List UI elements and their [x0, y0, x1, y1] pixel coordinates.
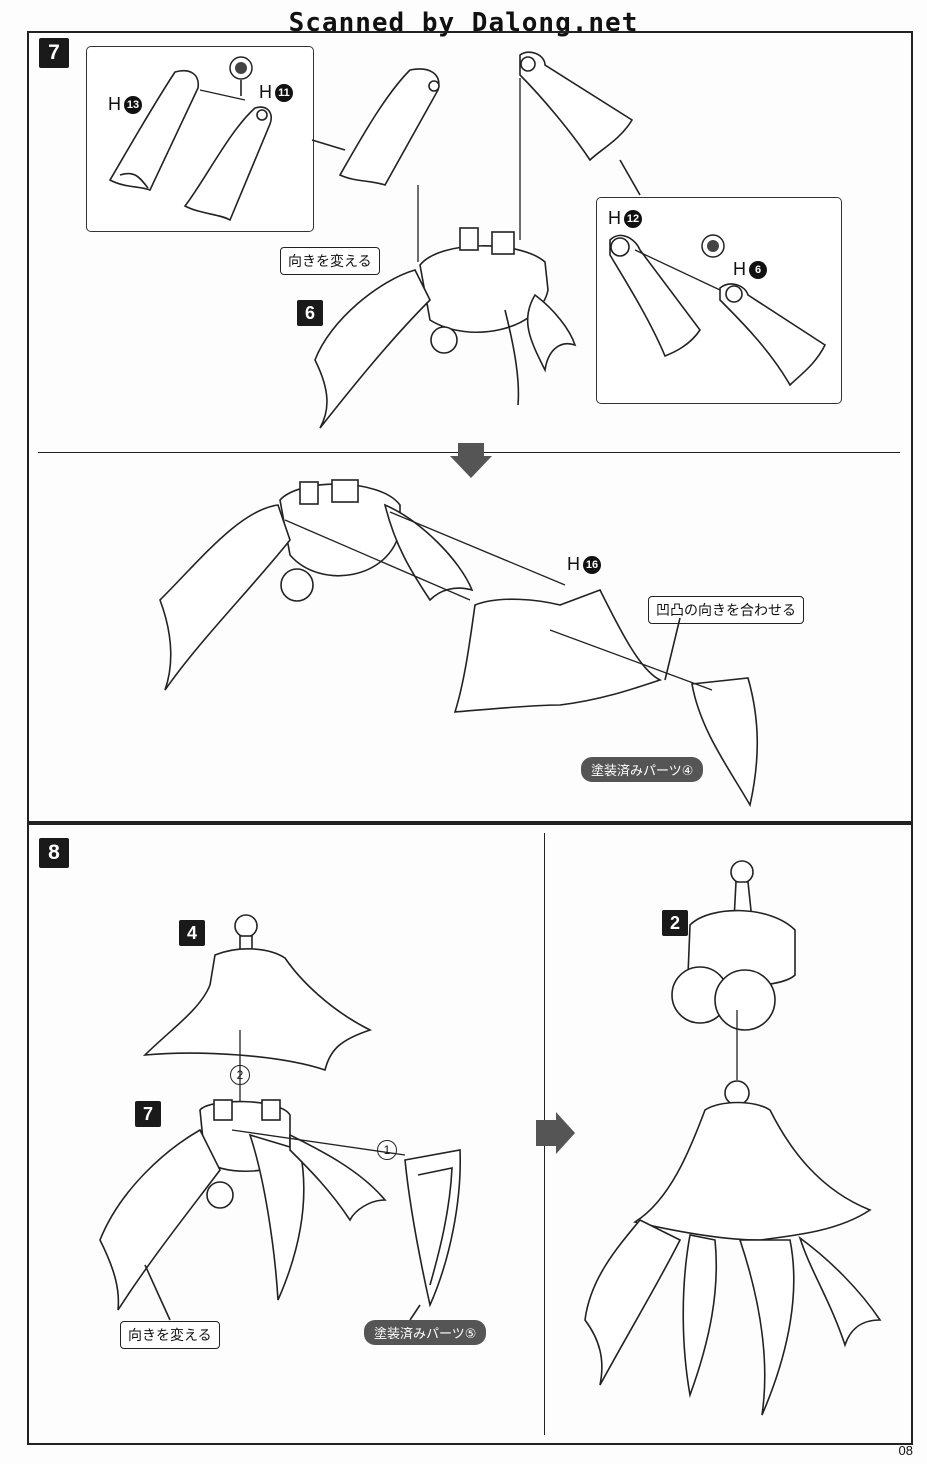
cement-drop-icon — [701, 234, 725, 258]
order-1-marker: 1 — [377, 1140, 397, 1160]
waist-assembly-step7b — [159, 479, 759, 808]
step-8-panel — [27, 823, 913, 1445]
sleeve-part-h13 — [108, 70, 200, 192]
tail-part-top — [519, 51, 641, 240]
turn-direction-callout: 向きを変える — [280, 247, 380, 275]
part-6-badge: 6 — [297, 300, 323, 326]
tail-inset-parts — [609, 234, 827, 387]
painted-part-4-tag: 塗装済みパーツ④ — [581, 757, 704, 782]
right-arrow-icon — [536, 1112, 575, 1154]
completed-skirt-assembly — [584, 1080, 882, 1416]
step-7-badge: 7 — [39, 38, 69, 68]
scan-watermark: Scanned by Dalong.net — [288, 8, 639, 38]
cement-drop-icon — [229, 56, 253, 96]
sleeve-part-h11 — [183, 89, 272, 222]
align-notch-callout: 凹凸の向きを合わせる — [648, 596, 804, 624]
step-8-badge: 8 — [39, 838, 69, 868]
waist-assembly-step8 — [99, 1099, 406, 1321]
step-7-panel — [27, 31, 913, 823]
painted-part-5-tag: 塗装済みパーツ⑤ — [364, 1320, 487, 1345]
torso-part-2 — [671, 860, 796, 1080]
down-arrow-icon — [450, 443, 492, 478]
turn-direction-callout-step8: 向きを変える — [120, 1321, 220, 1349]
part-7-badge: 7 — [135, 1101, 161, 1127]
part-4-badge: 4 — [179, 920, 205, 946]
part-2-badge: 2 — [662, 910, 688, 936]
painted-panel-5 — [404, 1149, 462, 1321]
waist-assembly-step7a — [314, 227, 577, 429]
page-number: 08 — [898, 1443, 913, 1458]
skirt-part-4 — [142, 914, 373, 1110]
sleeve-part-mid — [311, 68, 440, 262]
